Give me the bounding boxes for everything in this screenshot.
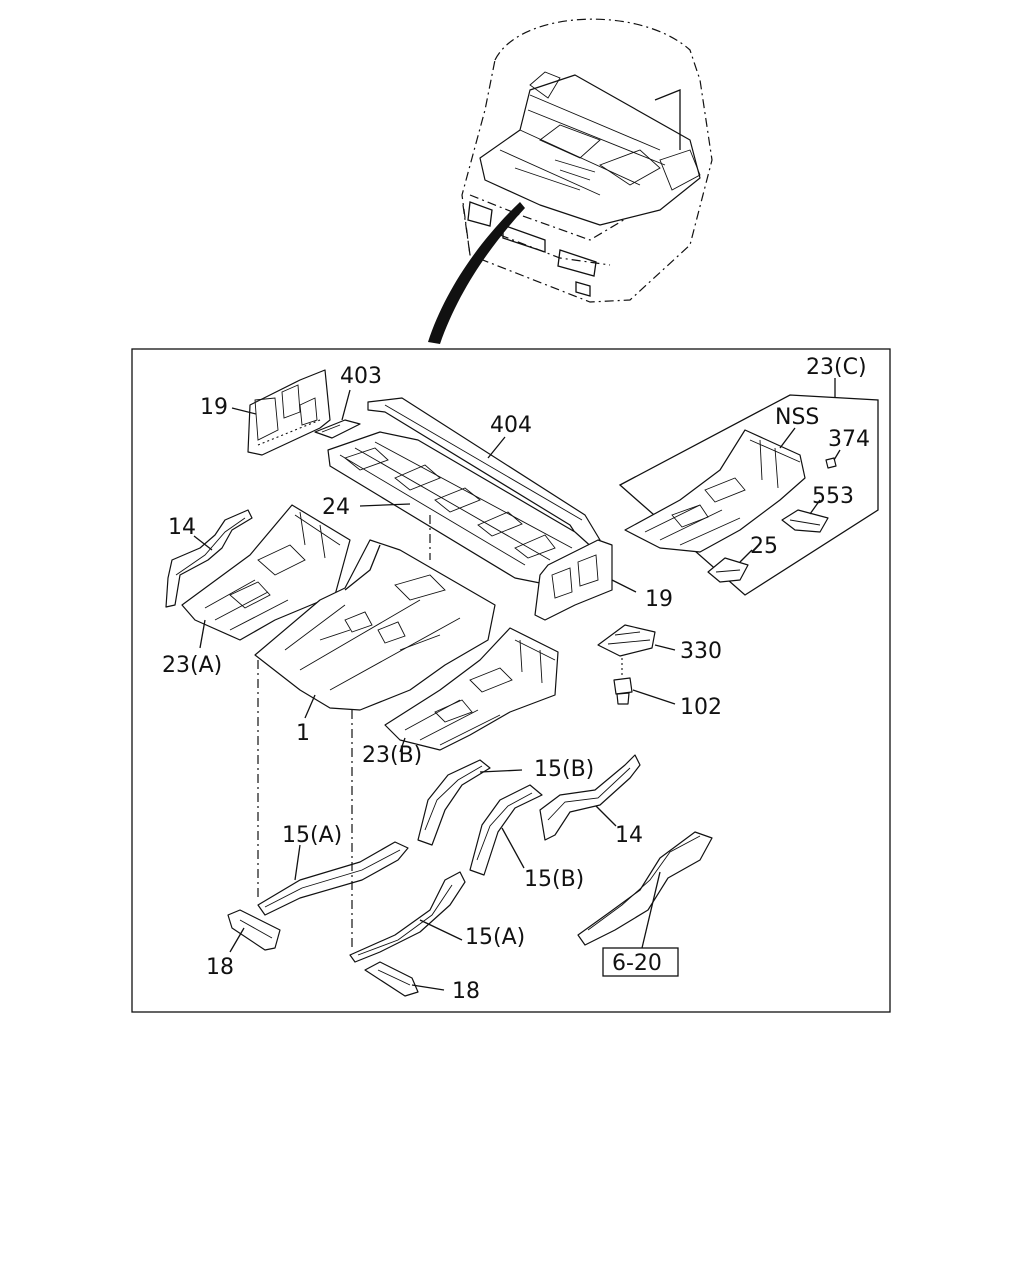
part-18-left-bracket — [227, 909, 281, 951]
callout-19-top: 19 — [200, 395, 228, 420]
part-15a-right-rail — [349, 871, 466, 963]
callout-1: 1 — [296, 721, 310, 746]
part-14-right-reinforcement — [539, 754, 641, 841]
part-553-bracket — [781, 509, 829, 533]
callout-102: 102 — [680, 695, 722, 720]
part-nss-floor-section — [624, 429, 806, 553]
callout-25: 25 — [750, 534, 778, 559]
callout-18-right: 18 — [452, 979, 480, 1004]
part-15b-upper-rail — [417, 759, 491, 846]
callout-23a: 23(A) — [162, 653, 222, 678]
callout-15b-mid: 15(B) — [524, 867, 584, 892]
cab-overview-illustration — [461, 18, 713, 303]
part-330-bracket — [597, 624, 656, 657]
callout-15b-top: 15(B) — [534, 757, 594, 782]
callout-24: 24 — [322, 495, 350, 520]
callout-23b: 23(B) — [362, 743, 422, 768]
callout-23c: 23(C) — [806, 355, 867, 380]
part-374-clip — [825, 457, 837, 469]
callout-14-right: 14 — [615, 823, 643, 848]
part-18-right-bracket — [364, 961, 419, 997]
part-15a-left-rail — [257, 841, 409, 916]
callout-6-20[interactable]: 6-20 — [612, 951, 662, 976]
part-14-left-reinforcement — [165, 509, 253, 608]
callout-330: 330 — [680, 639, 722, 664]
part-25-bracket — [707, 557, 749, 583]
ref-box-6-20[interactable] — [602, 947, 679, 977]
part-403-plate — [314, 419, 361, 439]
detail-pointer-arrow — [428, 202, 525, 344]
callout-374: 374 — [828, 427, 870, 452]
detail-frame — [131, 348, 891, 1013]
callout-nss: NSS — [775, 405, 819, 430]
part-102-bolt — [613, 677, 633, 705]
callout-14-left: 14 — [168, 515, 196, 540]
callout-15a-left: 15(A) — [282, 823, 342, 848]
part-19-right-side-panel — [534, 539, 613, 621]
callout-404: 404 — [490, 413, 532, 438]
callout-18-left: 18 — [206, 955, 234, 980]
part-19-left-side-panel — [247, 369, 331, 456]
callout-19-right: 19 — [645, 587, 673, 612]
callout-403: 403 — [340, 364, 382, 389]
part-24-rear-floor-panel — [327, 431, 596, 586]
part-1-main-floor-panel — [254, 539, 496, 711]
part-6-20-reference-rail — [577, 831, 713, 946]
part-15b-mid-rail — [469, 784, 543, 876]
callout-15a-right: 15(A) — [465, 925, 525, 950]
callout-553: 553 — [812, 484, 854, 509]
part-23b-right-floor — [384, 627, 559, 751]
